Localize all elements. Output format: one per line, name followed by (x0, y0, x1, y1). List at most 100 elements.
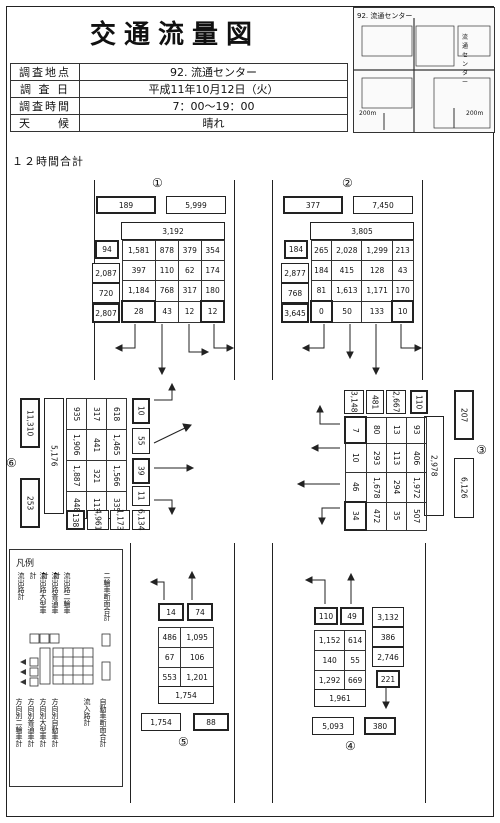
cell: 293 (365, 442, 387, 473)
info-key: 調 査 日 (10, 80, 80, 98)
a3-grid: 7 80 13 93 10 293 113 406 46 1,678 294 1… (344, 416, 427, 531)
a6-out2: 253 (20, 478, 40, 528)
legend-item: 二輪車断面合計 (103, 572, 111, 621)
intersection-2-label: ② (342, 176, 353, 190)
a6-right: 10 (132, 398, 150, 424)
cell: 46 (344, 472, 367, 503)
a1-total: 3,192 (121, 222, 225, 240)
legend-title: 凡例 (16, 559, 35, 569)
cell: 106 (180, 647, 214, 668)
cell: 486 (157, 627, 182, 648)
legend-item: 方向別普通車計 (27, 698, 35, 747)
a6-grid: 935 317 618 1,906 441 1,465 1,887 321 1,… (66, 398, 127, 519)
a5-bot: 88 (193, 713, 229, 731)
road-line (234, 180, 235, 380)
map-scale: 200m (359, 110, 377, 117)
legend-item: 方向別自動車計 (51, 698, 59, 747)
cell: 553 (157, 667, 182, 688)
cell: 55 (344, 650, 366, 671)
cell: 184 (310, 260, 333, 281)
cell: 180 (200, 280, 225, 302)
a2-out: 377 (283, 196, 343, 214)
cell: 13 (386, 416, 407, 444)
a6-small: 138 (66, 510, 85, 530)
road-line (422, 180, 423, 380)
a6-out: 11,310 (20, 398, 40, 448)
a3-top: 3,148 (344, 390, 364, 414)
legend-diagram (20, 633, 111, 687)
a5-top: 14 (158, 603, 184, 621)
legend: 凡例 流出路計 流出路大型車計 流出路普通車計 流出路二輪車計 二輪車断面合計 … (9, 549, 123, 787)
cell: 133 (361, 300, 393, 323)
a6-s2: 4,961 (87, 509, 109, 531)
a6-s3: 1,173 (110, 509, 130, 531)
map-note: 流通センター (462, 34, 469, 86)
cell: 0 (310, 300, 333, 323)
road-line (234, 543, 235, 803)
cell: 34 (344, 501, 367, 531)
a5-total: 1,754 (158, 686, 214, 704)
road-line (272, 543, 273, 803)
legend-item: 方向別大型車計 (39, 698, 47, 747)
a4-top: 110 (314, 607, 338, 625)
a2-out2: 7,450 (353, 196, 413, 214)
cell: 472 (365, 501, 387, 531)
a6-total: 5,176 (44, 398, 64, 514)
location-map: 92. 流通センター 流通センター 200m 200m (353, 7, 495, 133)
a3-side: 6,126 (454, 458, 474, 518)
a4-side: 3,132 (372, 607, 404, 627)
cell: 50 (331, 300, 363, 323)
cell: 935 (66, 398, 87, 430)
cell: 317 (86, 398, 107, 430)
cell: 12 (200, 300, 225, 323)
cell: 7 (344, 416, 367, 444)
a1-in: 94 (95, 240, 119, 259)
a6-right: 11 (132, 486, 150, 506)
cell: 1,581 (121, 240, 156, 261)
cell: 1,292 (313, 670, 346, 691)
a2-c1: 2,877 (281, 263, 309, 283)
a4-total: 1,961 (314, 689, 366, 707)
a4-small: 221 (376, 670, 400, 688)
cell: 67 (157, 647, 182, 668)
cell: 294 (386, 472, 407, 503)
cell: 113 (386, 442, 407, 473)
road-line (272, 180, 273, 380)
cell: 1,678 (365, 472, 387, 503)
cell: 618 (106, 398, 127, 430)
info-value: 晴れ (79, 114, 348, 132)
cell: 2,028 (331, 240, 363, 261)
subtitle: １２時間合計 (12, 155, 84, 168)
cell: 321 (86, 460, 107, 492)
intersection-3-label: ③ (476, 443, 487, 457)
a5-bot: 1,754 (141, 713, 181, 731)
map-label: 92. 流通センター (357, 12, 413, 20)
info-key: 天 候 (10, 114, 80, 132)
cell: 1,465 (106, 429, 127, 461)
a6-s4: 6,134 (132, 509, 150, 531)
legend-item: 流出路普通車計 (41, 572, 59, 614)
a6-right: 55 (132, 428, 150, 454)
legend-item: 方向別二輪車計 (15, 698, 23, 747)
cell: 140 (313, 650, 346, 671)
a2-in: 184 (284, 240, 308, 259)
cell: 406 (406, 442, 427, 473)
page-frame (6, 6, 494, 817)
cell: 35 (386, 501, 407, 531)
page-title: 交通流量図 (90, 20, 261, 50)
cell: 93 (406, 416, 427, 444)
cell: 415 (331, 260, 363, 281)
cell: 1,201 (180, 667, 214, 688)
a4-bot: 5,093 (312, 717, 354, 735)
road-line (425, 543, 426, 803)
road-line (130, 543, 131, 803)
intersection-1-label: ① (152, 176, 163, 190)
map-scale: 200m (466, 110, 484, 117)
cell: 1,906 (66, 429, 87, 461)
a2-c2: 768 (281, 283, 309, 303)
legend-item: 流出路計 (17, 572, 25, 600)
